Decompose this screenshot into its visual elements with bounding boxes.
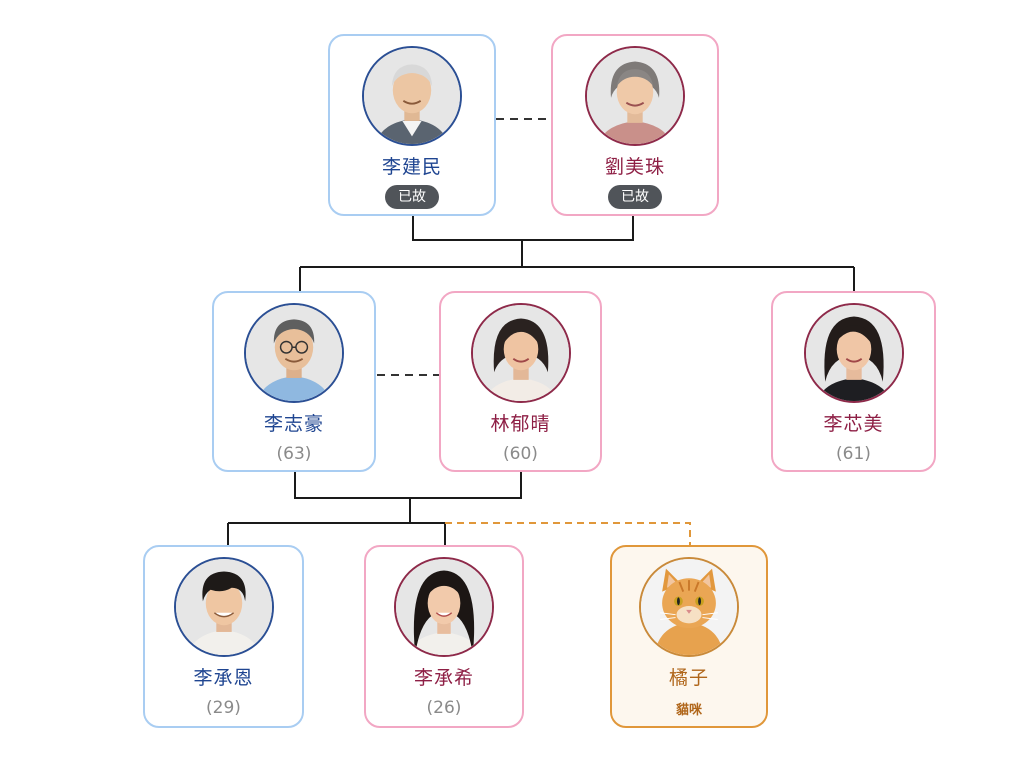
pet-link	[445, 522, 691, 545]
person-card-father[interactable]: 李志豪 (63)	[212, 291, 376, 472]
person-card-mother[interactable]: 林郁晴 (60)	[439, 291, 602, 472]
woman-avatar-icon	[470, 303, 571, 403]
person-age: (63)	[276, 444, 312, 464]
person-card-aunt[interactable]: 李芯美 (61)	[771, 291, 936, 472]
person-age: (26)	[426, 698, 462, 718]
person-name: 劉美珠	[604, 156, 665, 178]
young-woman-avatar-icon	[394, 557, 494, 657]
grandparents-connector	[299, 216, 855, 291]
parents-connector	[227, 472, 522, 545]
person-name: 李承恩	[193, 667, 254, 689]
man-avatar-icon	[244, 303, 344, 403]
young-man-avatar-icon	[173, 557, 274, 657]
person-name: 李建民	[381, 156, 442, 178]
elderly-woman-avatar-icon	[585, 46, 685, 146]
deceased-badge: 已故	[608, 185, 662, 209]
cat-avatar-icon	[639, 557, 739, 657]
person-name: 李芯美	[823, 413, 884, 435]
deceased-badge: 已故	[385, 185, 439, 209]
person-card-grandmother[interactable]: 劉美珠 已故	[551, 34, 719, 216]
pet-name: 橘子	[668, 667, 709, 689]
pet-card-cat[interactable]: 橘子 貓咪	[610, 545, 768, 728]
person-name: 李志豪	[263, 413, 324, 435]
person-age: (60)	[503, 444, 538, 464]
pet-species: 貓咪	[675, 703, 702, 718]
person-age: (61)	[836, 444, 871, 464]
person-name: 李承希	[413, 667, 474, 689]
woman-avatar-icon	[803, 303, 904, 403]
person-card-grandfather[interactable]: 李建民 已故	[328, 34, 496, 216]
elderly-man-avatar-icon	[362, 46, 462, 146]
person-age: (29)	[206, 698, 241, 718]
person-card-son[interactable]: 李承恩 (29)	[143, 545, 304, 728]
person-card-daughter[interactable]: 李承希 (26)	[364, 545, 524, 728]
person-name: 林郁晴	[490, 413, 551, 435]
